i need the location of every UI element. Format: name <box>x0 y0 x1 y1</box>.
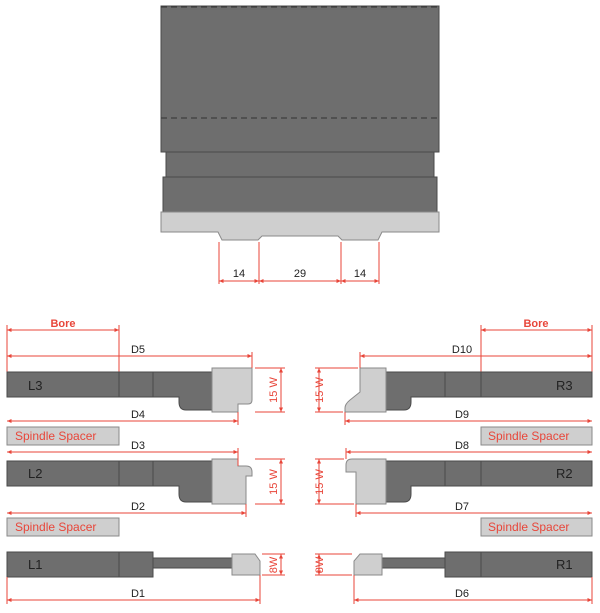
r1-width-label: 8W <box>314 556 326 573</box>
d2-label: D2 <box>131 501 145 513</box>
cutter-block <box>160 5 440 241</box>
right-w-dimensions <box>315 367 358 576</box>
tool-l3 <box>6 367 253 413</box>
d9-label: D9 <box>455 409 469 421</box>
d8-label: D8 <box>455 440 469 452</box>
left-spindle-spacer-2 <box>6 517 120 537</box>
tool-l2 <box>6 458 253 505</box>
tool-r3 <box>344 367 593 413</box>
cutter-base <box>162 176 438 213</box>
top-dimensions <box>218 242 380 284</box>
l2-width-label: 15 W <box>268 469 280 495</box>
right-spindle-spacer-2-label: Spindle Spacer <box>488 520 569 534</box>
right-d-dimensions <box>344 352 593 604</box>
d4-label: D4 <box>131 409 145 421</box>
right-spindle-spacer-1 <box>480 426 593 446</box>
top-dim-29: 29 <box>294 268 306 280</box>
tool-r1 <box>353 551 593 578</box>
r3-width-label: 15 W <box>314 377 326 403</box>
left-w-dimensions <box>255 367 285 576</box>
right-spindle-spacer-1-label: Spindle Spacer <box>488 429 569 443</box>
left-d-dimensions <box>6 352 261 604</box>
l2-label: L2 <box>28 466 42 481</box>
l3-width-label: 15 W <box>268 377 280 403</box>
d10-label: D10 <box>452 344 472 356</box>
r3-label: R3 <box>556 378 573 393</box>
cutter-profile-plate <box>160 211 440 241</box>
r2-width-label: 15 W <box>314 469 326 495</box>
left-spindle-spacer-1-label: Spindle Spacer <box>15 429 96 443</box>
bore-dimensions <box>6 325 593 372</box>
right-spindle-spacer-2 <box>480 517 593 537</box>
top-dim-14-right: 14 <box>354 268 366 280</box>
left-spindle-spacer-2-label: Spindle Spacer <box>15 520 96 534</box>
tool-l1 <box>6 551 261 578</box>
d7-label: D7 <box>455 501 469 513</box>
tool-r2 <box>345 458 593 505</box>
cutter-neck <box>165 151 435 178</box>
d6-label: D6 <box>455 588 469 600</box>
d1-label: D1 <box>131 588 145 600</box>
l3-label: L3 <box>28 378 42 393</box>
bore-left-label: Bore <box>50 318 75 330</box>
cutter-body <box>160 5 440 153</box>
bore-right-label: Bore <box>523 318 548 330</box>
l1-label: L1 <box>28 557 42 572</box>
r2-label: R2 <box>556 466 573 481</box>
top-dim-14-left: 14 <box>233 268 245 280</box>
d3-label: D3 <box>131 440 145 452</box>
left-spindle-spacer-1 <box>6 426 120 446</box>
d5-label: D5 <box>131 344 145 356</box>
l1-width-label: 8W <box>268 556 280 573</box>
r1-label: R1 <box>556 557 573 572</box>
